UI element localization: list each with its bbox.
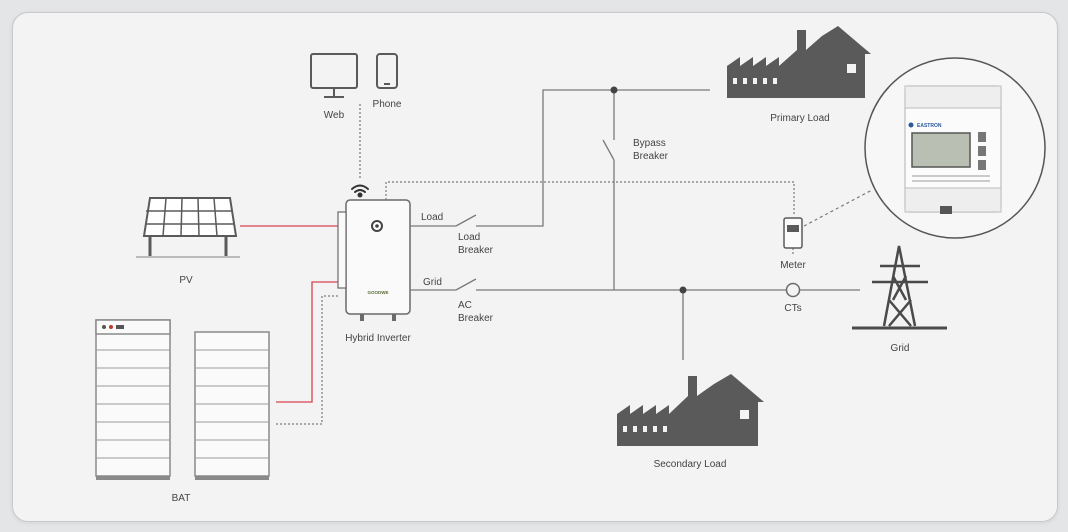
pv-label: PV bbox=[179, 275, 193, 286]
load-breaker-label-2: Breaker bbox=[458, 245, 494, 256]
load-breaker-label-1: Load bbox=[458, 232, 480, 243]
monitor-icon bbox=[310, 53, 358, 98]
meter-detail-callout: EASTRON bbox=[864, 57, 1046, 239]
bypass-breaker-label-1: Bypass bbox=[633, 138, 666, 149]
grid-port-label: Grid bbox=[423, 277, 442, 288]
ac-wiring bbox=[410, 89, 860, 360]
secondary-load-label: Secondary Load bbox=[654, 459, 727, 470]
web-label: Web bbox=[324, 110, 345, 121]
secondary-load-junction bbox=[679, 286, 687, 294]
bypass-breaker-label-2: Breaker bbox=[633, 151, 669, 162]
grid-label: Grid bbox=[891, 343, 910, 354]
battery-stack-icon bbox=[95, 319, 270, 480]
cts-label: CTs bbox=[784, 303, 801, 314]
smartphone-icon bbox=[376, 53, 398, 89]
ct-sensor-icon bbox=[785, 282, 801, 298]
ac-breaker-label-2: Breaker bbox=[458, 313, 494, 324]
solar-panel-icon bbox=[136, 197, 240, 258]
ac-breaker-label-1: AC bbox=[458, 300, 472, 311]
energy-meter-icon bbox=[783, 217, 803, 249]
bypass-top-junction bbox=[610, 86, 618, 94]
transmission-tower-icon bbox=[852, 245, 947, 330]
primary-load-factory-icon bbox=[727, 26, 871, 98]
bat-label: BAT bbox=[172, 493, 191, 504]
wifi-icon bbox=[351, 184, 369, 198]
hybrid-inverter-label: Hybrid Inverter bbox=[345, 333, 411, 344]
primary-load-label: Primary Load bbox=[770, 113, 829, 124]
meter-brand-logo: EASTRON bbox=[917, 123, 942, 129]
secondary-load-factory-icon bbox=[617, 374, 764, 446]
meter-comm-line bbox=[385, 181, 795, 216]
battery-dc-line bbox=[276, 281, 340, 403]
load-port-label: Load bbox=[421, 212, 443, 223]
hybrid-inverter-icon: GOODWE bbox=[337, 199, 411, 321]
inverter-brand-logo: GOODWE bbox=[368, 290, 389, 295]
meter-label: Meter bbox=[780, 260, 806, 271]
phone-label: Phone bbox=[373, 99, 402, 110]
meter-zoom-link bbox=[803, 189, 873, 227]
battery-comm-line bbox=[276, 295, 340, 425]
